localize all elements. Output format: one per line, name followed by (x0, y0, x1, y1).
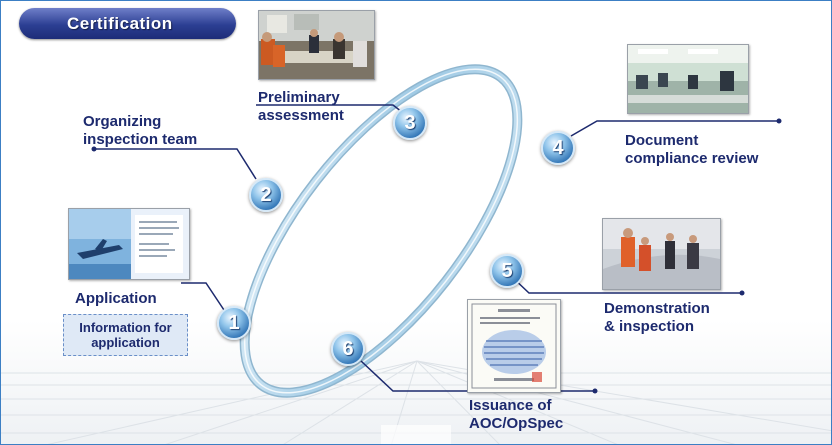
step-number-4: 4 (552, 137, 564, 159)
step-badge-5: 5 (490, 254, 524, 288)
connector-dots (91, 118, 782, 394)
step-badge-3: 3 (393, 106, 427, 140)
step-badge-2: 2 (249, 178, 283, 212)
info-box-text: Information for application (79, 320, 172, 350)
demonstration-photo (602, 218, 721, 290)
office-photo (627, 44, 749, 114)
step-number-3: 3 (404, 112, 416, 134)
meeting-photo (258, 10, 375, 80)
info-box: Information for application (63, 314, 188, 356)
step-label-3: Preliminary assessment (258, 89, 344, 124)
step-number-2: 2 (260, 184, 272, 206)
step-number-5: 5 (501, 260, 513, 282)
header-tab: Certification (19, 8, 236, 39)
step-badge-6: 6 (331, 332, 365, 366)
application-doc-image (68, 208, 190, 280)
step-label-4: Document compliance review (625, 132, 759, 167)
step-badge-1: 1 (217, 306, 251, 340)
step-number-1: 1 (228, 312, 240, 334)
certificate-image (467, 299, 561, 393)
step-number-6: 6 (342, 338, 354, 360)
step-label-1: Application (75, 290, 157, 307)
step-label-5: Demonstration & inspection (604, 300, 710, 335)
step-label-2: Organizing inspection team (83, 113, 198, 148)
header-title: Certification (67, 14, 173, 33)
step-label-6: Issuance of AOC/OpSpec (469, 397, 564, 432)
step-badge-4: 4 (541, 131, 575, 165)
